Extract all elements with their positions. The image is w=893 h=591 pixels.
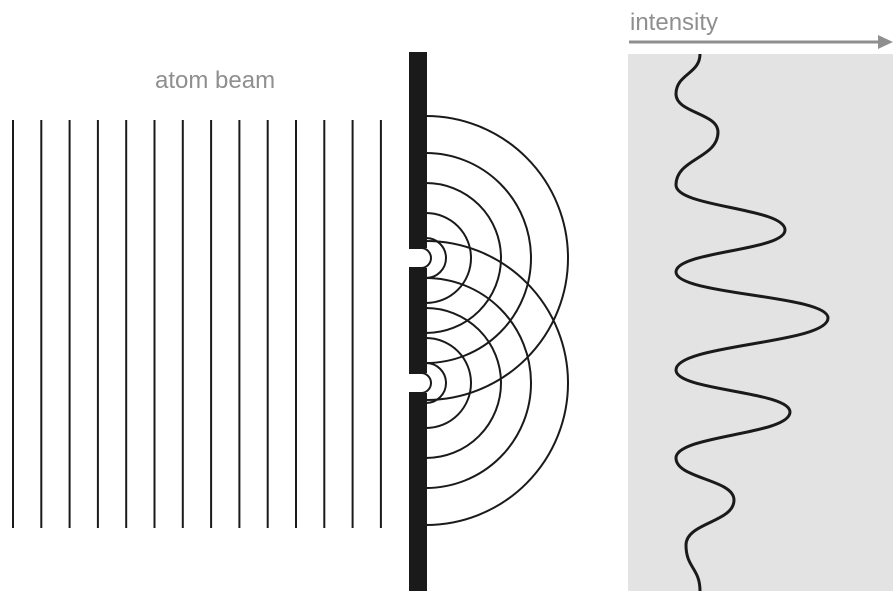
double-slit-barrier [409, 52, 432, 591]
slit-wave-arc [425, 212, 472, 304]
slit-wave-arc [425, 277, 532, 489]
barrier-segment [409, 52, 427, 248]
intensity-label: intensity [630, 9, 718, 36]
slit-wave-arc [425, 337, 472, 429]
slit-opening [409, 247, 432, 269]
intensity-curve [674, 53, 830, 591]
atom-beam-label: atom beam [155, 67, 275, 94]
slit-wave-arc [425, 115, 569, 401]
slit-wave-arc [425, 152, 532, 364]
barrier-segment [409, 268, 427, 373]
slit-wave-arc [425, 182, 502, 334]
slit-wave-arc [425, 237, 447, 279]
incoming-wavefronts [12, 120, 382, 528]
detection-screen [628, 54, 893, 591]
intensity-axis [629, 35, 893, 49]
slit-wave-arc [425, 307, 502, 459]
slit-opening [409, 372, 432, 394]
barrier-segment [409, 393, 427, 591]
slit-wave-arc [425, 240, 569, 526]
diffracted-waves [425, 115, 569, 526]
arrow-head-icon [878, 35, 893, 49]
slit-wave-arc [425, 362, 447, 404]
